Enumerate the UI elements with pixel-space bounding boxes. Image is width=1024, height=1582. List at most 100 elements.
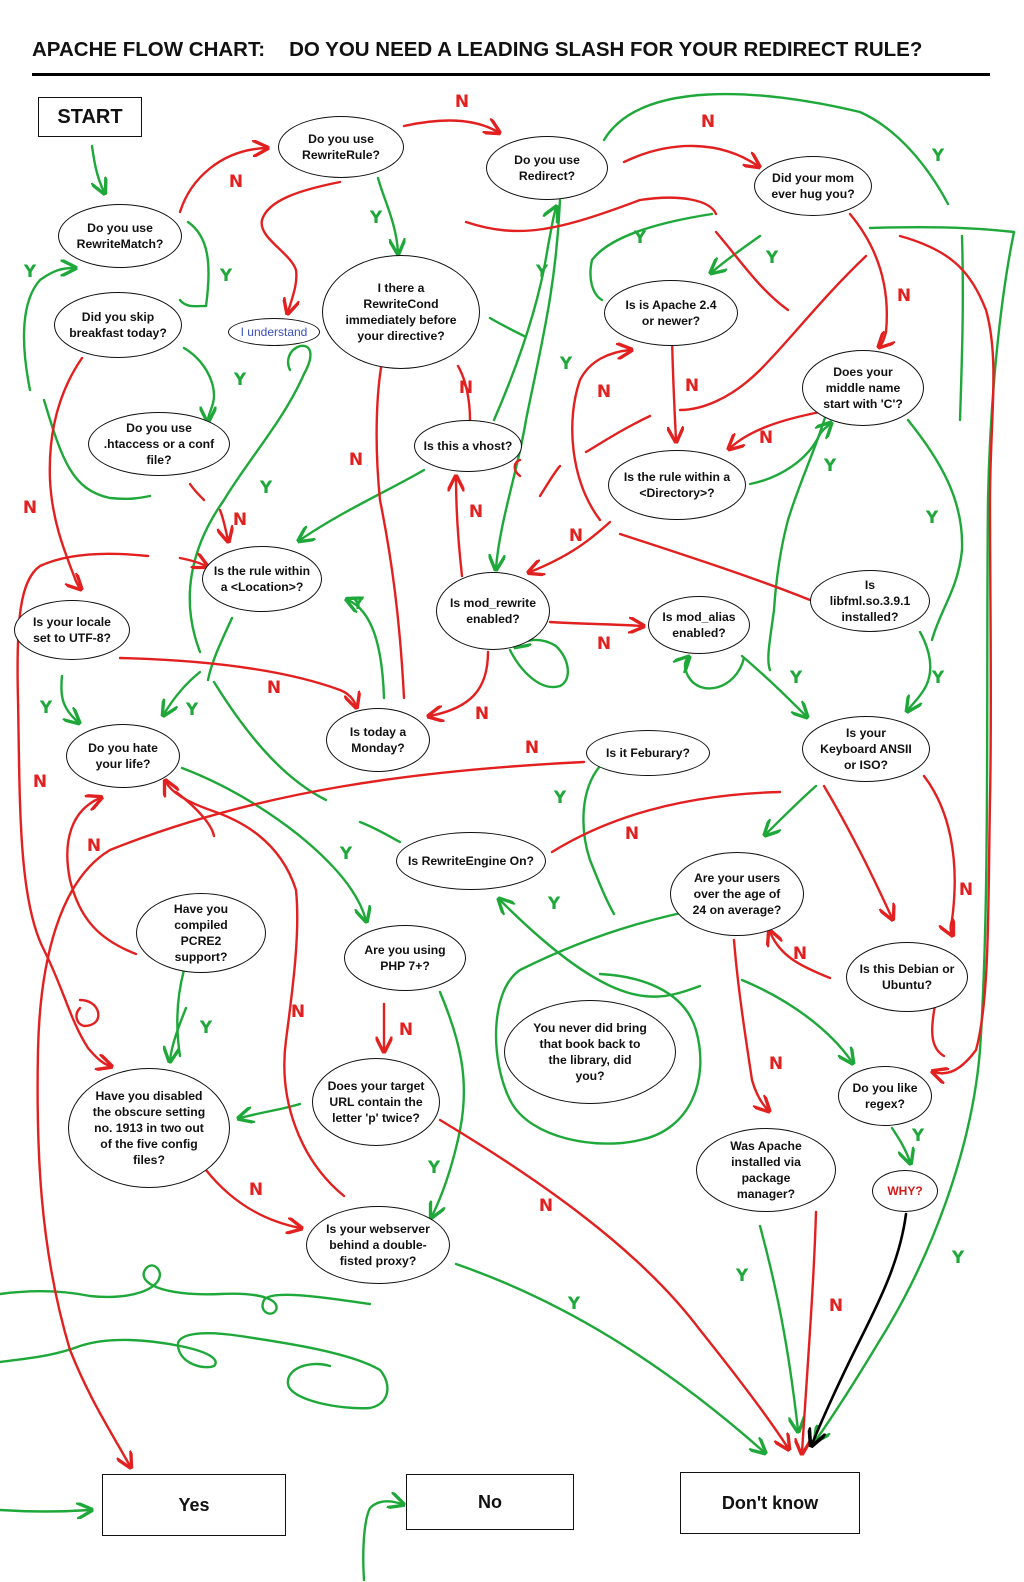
- node-label: Do you hate your life?: [88, 741, 158, 771]
- node-library-book: You never did bring that book back to th…: [504, 1000, 676, 1104]
- yes-label: Y: [339, 844, 353, 864]
- no-label: N: [32, 772, 48, 792]
- no-label: N: [290, 1002, 306, 1022]
- node-label: You never did bring that book back to th…: [533, 1021, 647, 1083]
- yes-path: [766, 784, 818, 834]
- yes-path: [22, 268, 74, 392]
- node-why: WHY?: [872, 1170, 938, 1212]
- yes-label: Y: [735, 1266, 749, 1286]
- yes-path: [178, 220, 210, 308]
- no-label: N: [86, 836, 102, 856]
- no-path: [898, 234, 995, 1073]
- no-path: [188, 482, 206, 502]
- no-label: N: [524, 738, 540, 758]
- node-label: Was Apache installed via package manager…: [730, 1139, 802, 1201]
- yes-path: [300, 468, 426, 540]
- node-mod-alias: Is mod_alias enabled?: [648, 596, 750, 654]
- no-path: [730, 410, 822, 448]
- no-label: N: [828, 1296, 844, 1316]
- node-label: Have you disabled the obscure setting no…: [92, 1089, 206, 1167]
- node-label: Is this a vhost?: [423, 439, 513, 453]
- yes-label: Y: [39, 698, 53, 718]
- yes-path: [0, 1264, 372, 1315]
- start-label: START: [57, 105, 123, 128]
- title-prefix: APACHE FLOW CHART:: [32, 38, 266, 61]
- node-redirect: Do you use Redirect?: [486, 136, 608, 200]
- yes-label: Y: [951, 1248, 965, 1268]
- no-path: [550, 790, 782, 854]
- node-package-manager: Was Apache installed via package manager…: [696, 1128, 836, 1212]
- no-path: [66, 798, 138, 956]
- node-apache-24: Is is Apache 2.4 or newer?: [604, 280, 738, 346]
- node-skip-breakfast: Did you skip breakfast today?: [54, 292, 182, 358]
- no-label: N: [266, 678, 282, 698]
- node-double-fisted: Is your webserver behind a double-fisted…: [306, 1206, 450, 1284]
- node-rewrite-engine: Is RewriteEngine On?: [396, 832, 546, 890]
- yes-path: [358, 820, 402, 844]
- node-i-understand: I understand: [228, 318, 320, 346]
- outcome-label: No: [478, 1491, 502, 1512]
- yes-label: Y: [199, 1018, 213, 1038]
- no-path: [770, 932, 832, 980]
- yes-path: [454, 1262, 764, 1452]
- no-label: N: [596, 382, 612, 402]
- node-regex: Do you like regex?: [838, 1066, 932, 1126]
- yes-path: [890, 1126, 910, 1162]
- no-path: [377, 344, 406, 700]
- no-label: N: [758, 428, 774, 448]
- no-path: [166, 782, 346, 1198]
- no-path: [36, 760, 586, 1466]
- no-label: N: [896, 286, 912, 306]
- no-label: N: [538, 1196, 554, 1216]
- yes-label: Y: [925, 508, 939, 528]
- yes-label: Y: [931, 146, 945, 166]
- no-path: [571, 350, 630, 522]
- no-path: [822, 784, 892, 918]
- yes-label: Y: [351, 594, 365, 614]
- no-path: [678, 254, 868, 412]
- node-middle-name: Does your middle name start with 'C'?: [802, 350, 924, 426]
- node-label: Is your Keyboard ANSII or ISO?: [820, 726, 912, 772]
- no-path: [260, 180, 342, 312]
- outcome-label: Yes: [178, 1494, 210, 1515]
- node-label: Is today a Monday?: [349, 725, 407, 755]
- no-path: [430, 650, 490, 716]
- yes-label: Y: [559, 354, 573, 374]
- yes-path: [740, 978, 852, 1062]
- node-label: Is the rule within a <Directory>?: [623, 470, 731, 500]
- node-users-age: Are your users over the age of 24 on ave…: [670, 852, 804, 936]
- yes-path: [164, 670, 202, 714]
- no-path: [714, 230, 790, 312]
- yes-label: Y: [567, 1294, 581, 1314]
- node-label: Do you use Redirect?: [514, 153, 580, 183]
- no-label: N: [568, 526, 584, 546]
- yes-path: [496, 198, 562, 568]
- no-label: N: [348, 450, 364, 470]
- node-label: Did your mom ever hug you?: [771, 171, 855, 201]
- no-label: N: [768, 1054, 784, 1074]
- no-path: [732, 938, 768, 1110]
- no-path: [584, 414, 652, 454]
- node-label: WHY?: [887, 1184, 923, 1198]
- no-path: [48, 356, 82, 588]
- yes-label: Y: [911, 1126, 925, 1146]
- no-path: [438, 1118, 788, 1448]
- yes-label: Y: [535, 262, 549, 282]
- yes-path: [908, 630, 932, 710]
- yes-path: [602, 92, 950, 206]
- yes-path: [712, 234, 762, 272]
- no-label: N: [596, 634, 612, 654]
- no-path: [174, 790, 216, 838]
- yes-path: [182, 346, 214, 420]
- node-label: Do you like regex?: [852, 1081, 918, 1111]
- no-path: [75, 998, 100, 1028]
- yes-label: Y: [789, 668, 803, 688]
- node-label: I understand: [240, 325, 308, 339]
- no-label: N: [958, 880, 974, 900]
- page-title: APACHE FLOW CHART:DO YOU NEED A LEADING …: [32, 38, 992, 62]
- node-libfml: Is libfml.so.3.9.1 installed?: [810, 570, 930, 632]
- node-label: Is is Apache 2.4 or newer?: [625, 298, 717, 328]
- no-path: [622, 144, 758, 166]
